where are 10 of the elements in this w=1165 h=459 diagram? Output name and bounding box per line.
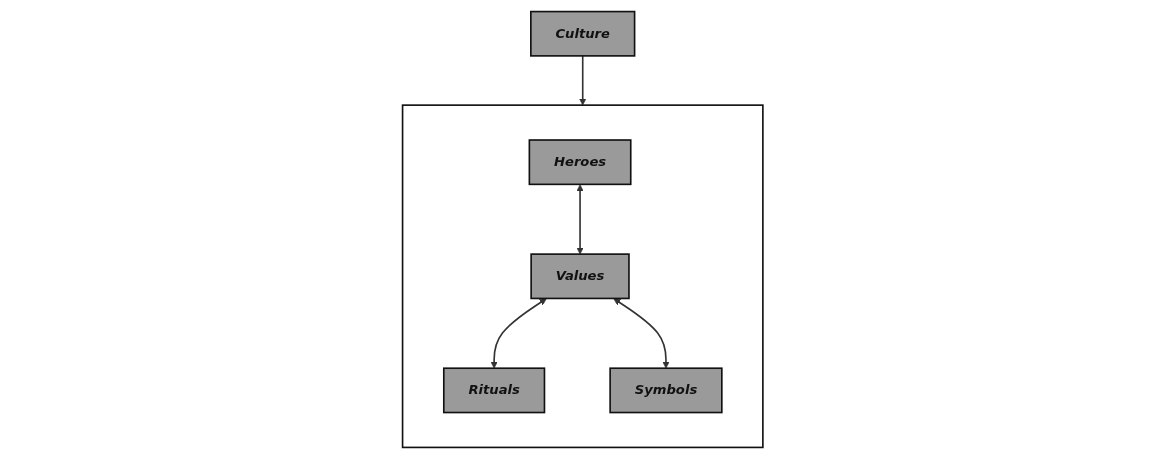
arrow [490, 298, 547, 369]
node-box: Rituals [442, 367, 546, 414]
arrow [613, 298, 670, 369]
node-box: Culture [529, 10, 636, 57]
cluster [401, 104, 764, 449]
node-box: Values [530, 253, 630, 300]
node-box: Symbols [609, 367, 723, 414]
node-box: Heroes [528, 139, 632, 186]
arrow [578, 55, 587, 106]
arrow [576, 184, 584, 255]
